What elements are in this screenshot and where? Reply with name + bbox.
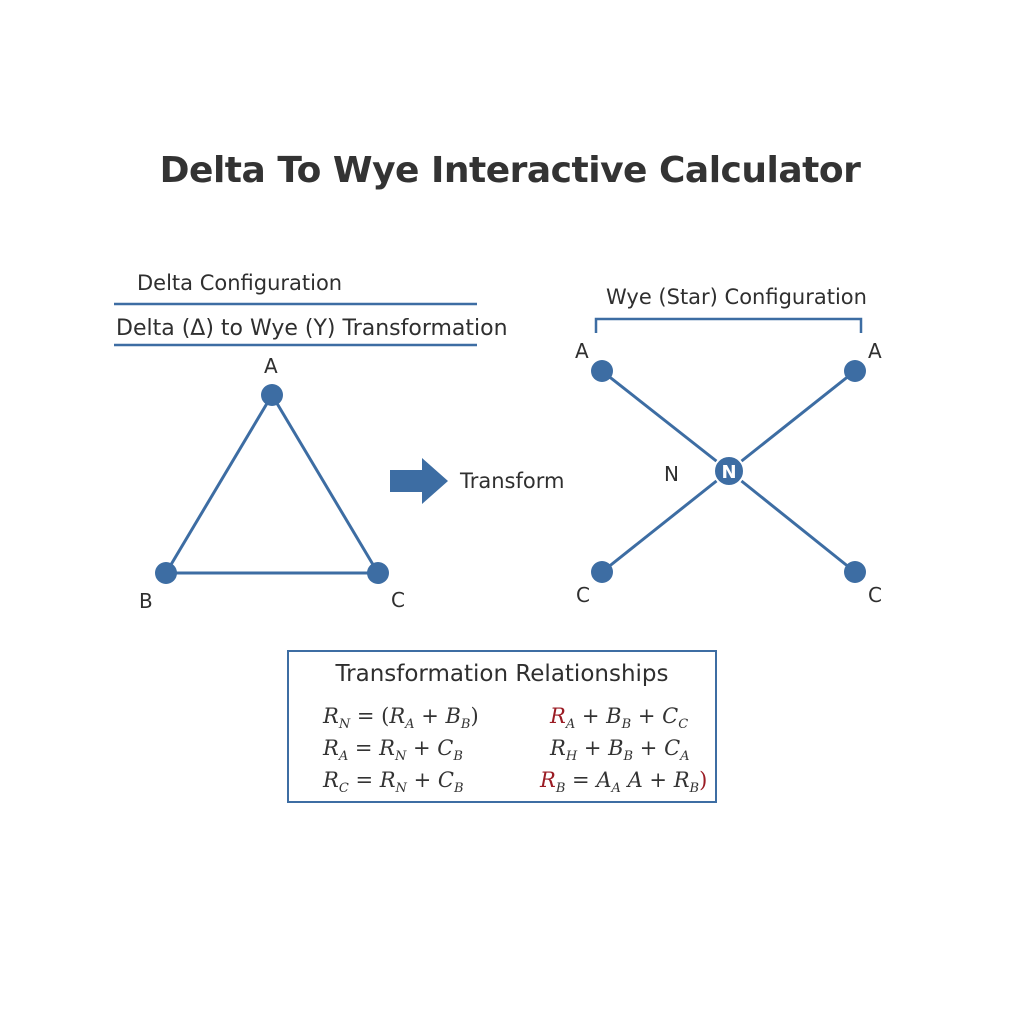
delta-edge-ab — [164, 394, 274, 574]
wye-node-c-right-label: C — [868, 583, 882, 607]
delta-triangle — [155, 384, 389, 584]
delta-node-c-label: C — [391, 588, 405, 612]
transformation-relationships-box: Transformation Relationships RN = (RA + … — [287, 650, 717, 803]
wye-configuration-label: Wye (Star) Configuration — [606, 285, 867, 309]
delta-to-wye-transformation-label: Delta (Δ) to Wye (Y) Transformation — [116, 316, 508, 341]
delta-node-b[interactable] — [155, 562, 177, 584]
wye-node-a-right[interactable] — [844, 360, 866, 382]
wye-node-a-right-label: A — [868, 339, 882, 363]
wye-node-c-left-label: C — [576, 583, 590, 607]
wye-config-bracket — [594, 317, 863, 333]
wye-branch-c-right — [728, 469, 856, 574]
equation-right-2: RH + BB + CA — [550, 736, 690, 765]
transform-arrow-icon — [390, 458, 448, 504]
delta-node-b-label: B — [139, 589, 153, 613]
delta-edge-ac — [270, 394, 380, 574]
delta-node-a[interactable] — [261, 384, 283, 406]
equation-left-1: RN = (RA + BB) — [323, 704, 479, 733]
wye-node-c-right[interactable] — [844, 561, 866, 583]
wye-node-neutral-label: N — [721, 462, 736, 483]
wye-node-n-outer-label: N — [664, 462, 679, 486]
wye-node-c-left[interactable] — [591, 561, 613, 583]
equation-right-3: RB = AA A + RB) — [540, 768, 708, 797]
wye-branch-a-left — [601, 369, 730, 473]
delta-node-a-label: A — [264, 354, 278, 378]
transformation-relationships-title: Transformation Relationships — [335, 661, 669, 687]
transform-label: Transform — [460, 469, 565, 493]
wye-branch-a-right — [728, 369, 856, 473]
equation-left-2: RA = RN + CB — [323, 736, 463, 765]
wye-star: N — [591, 360, 866, 583]
wye-branch-c-left — [601, 469, 730, 574]
delta-node-c[interactable] — [367, 562, 389, 584]
wye-node-a-left[interactable] — [591, 360, 613, 382]
equation-left-3: RC = RN + CB — [323, 768, 464, 797]
page-title: Delta To Wye Interactive Calculator — [159, 150, 861, 191]
equation-right-1: RA + BB + CC — [550, 704, 689, 733]
wye-node-a-left-label: A — [575, 339, 589, 363]
wye-node-neutral[interactable] — [713, 455, 745, 487]
delta-configuration-label: Delta Configuration — [137, 271, 343, 295]
